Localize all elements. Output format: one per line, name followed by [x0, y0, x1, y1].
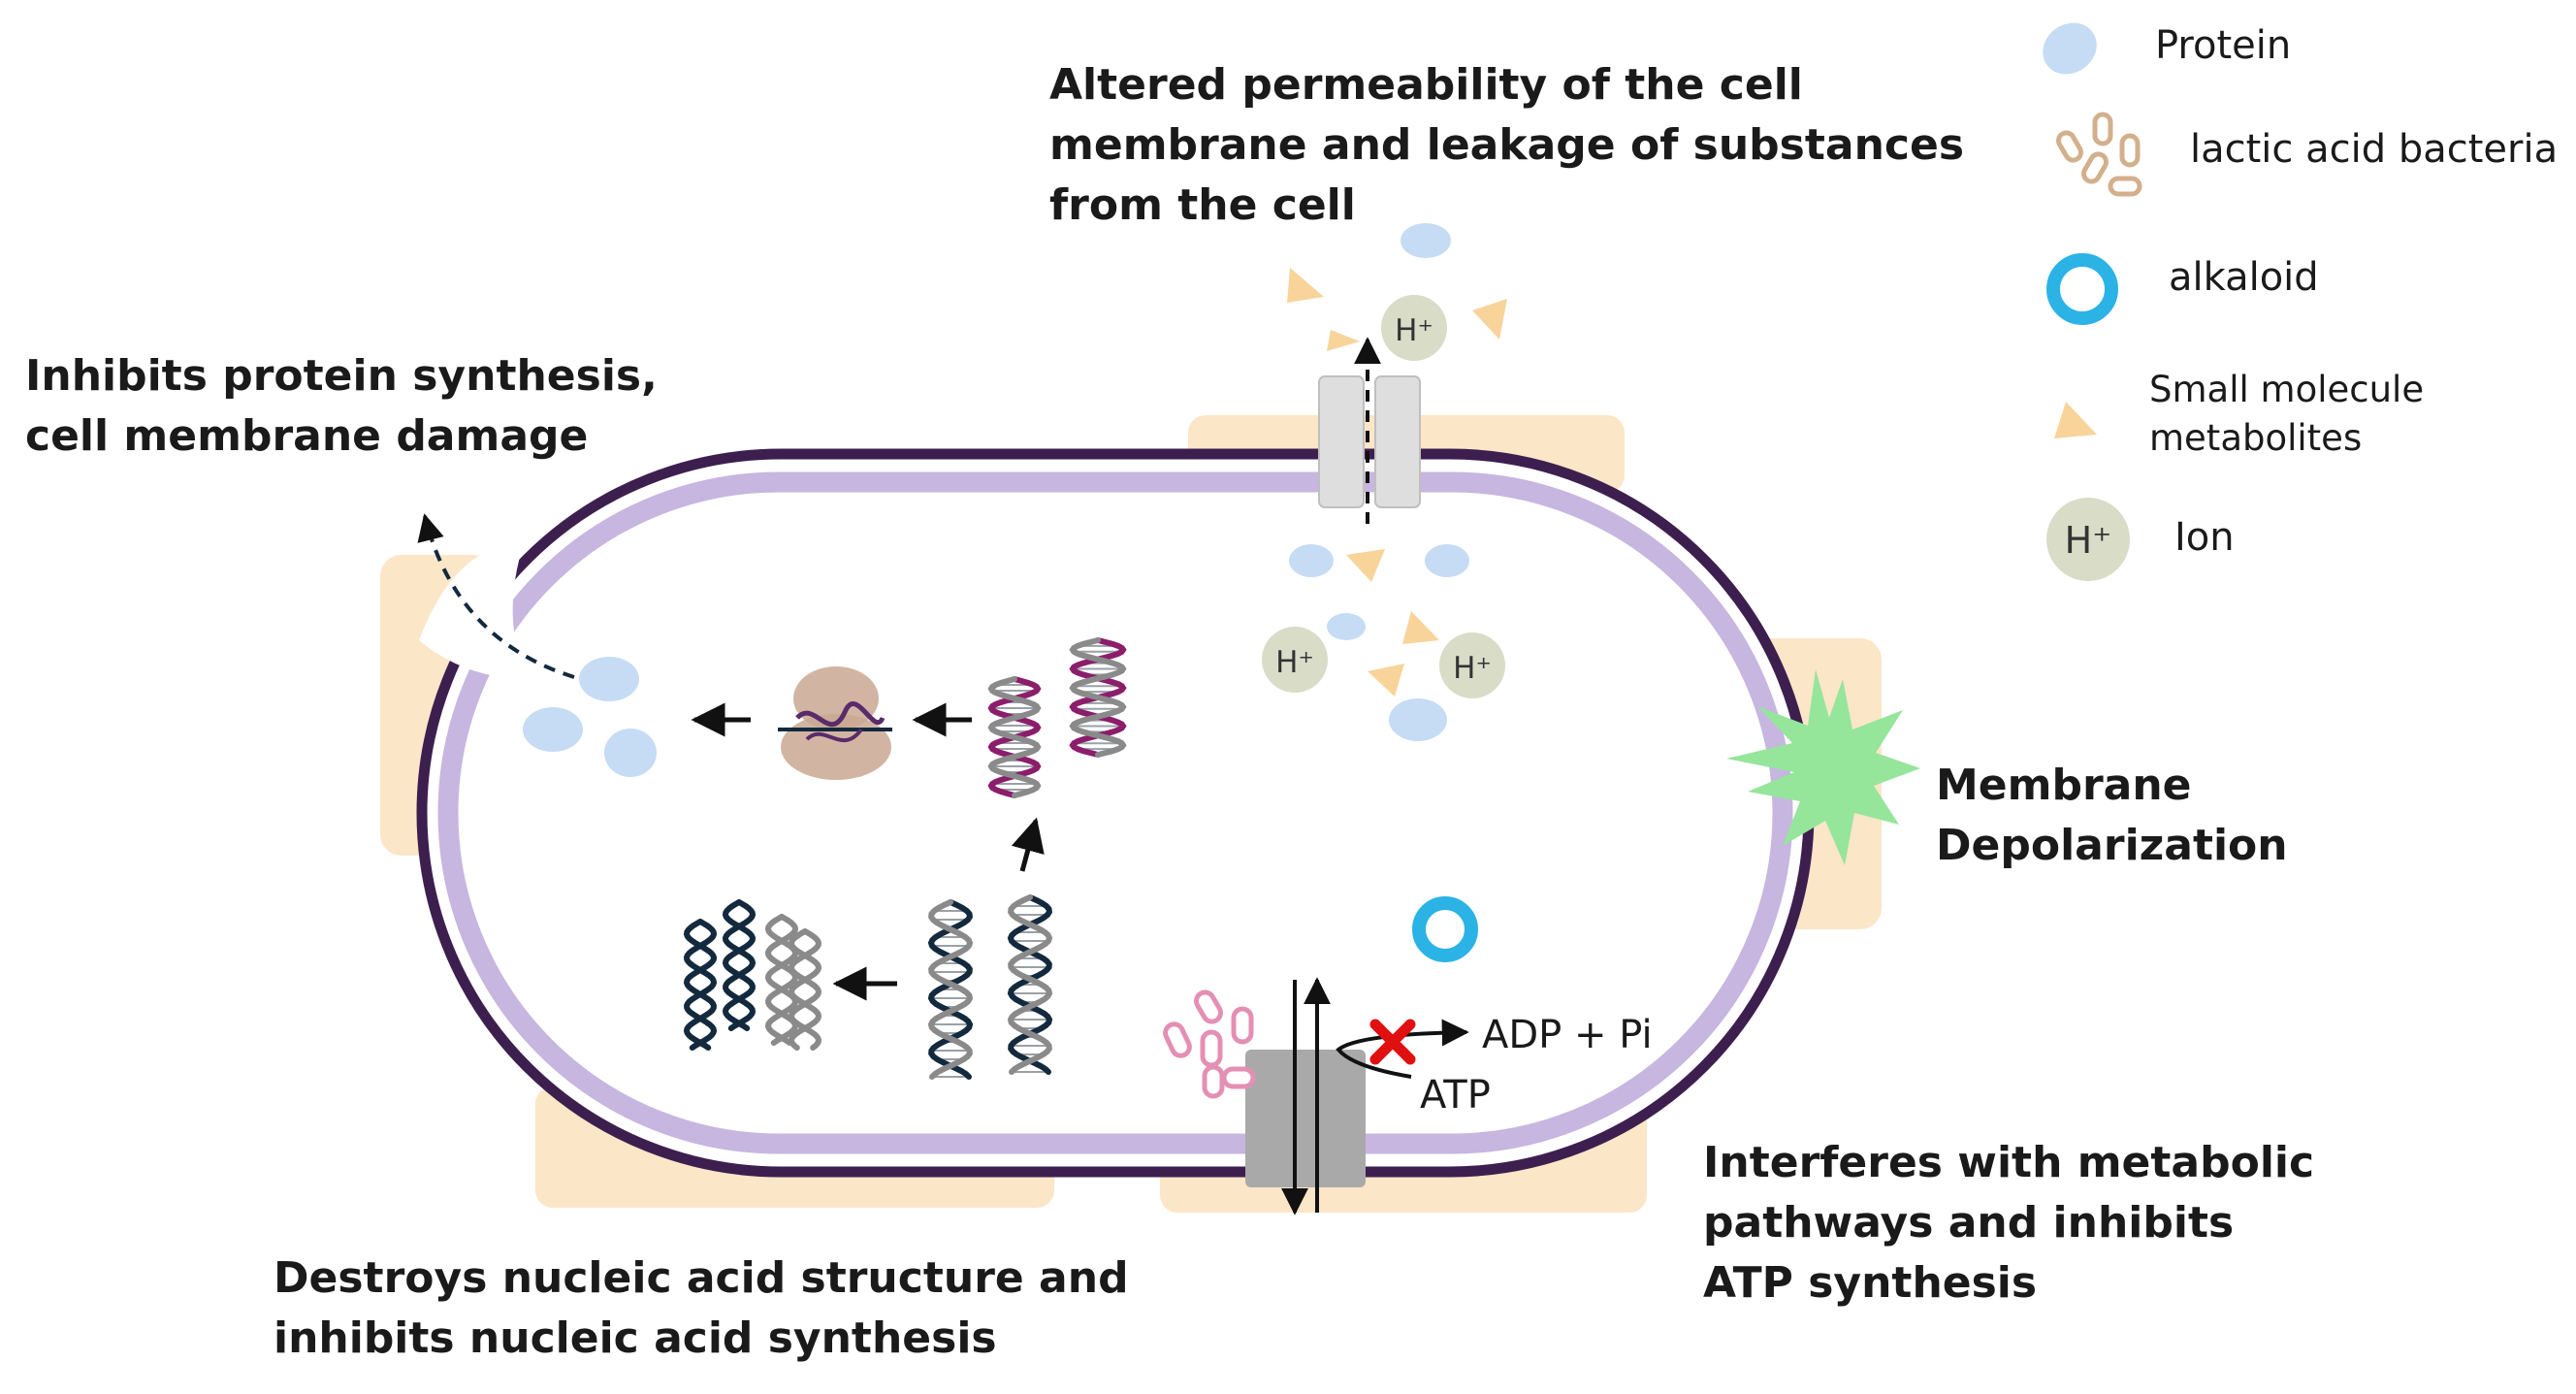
ion-label: H⁺ [1275, 645, 1314, 680]
dna-double-helix [1007, 894, 1053, 1075]
metabolite [1346, 549, 1385, 582]
dna-broken-strand [683, 919, 718, 1051]
legend-ion-symbol: H⁺ [2065, 519, 2112, 562]
metabolite [1368, 664, 1404, 697]
leak-arrow [417, 513, 575, 679]
legend-protein-label: Protein [2155, 23, 2292, 68]
rna-helix [987, 676, 1042, 798]
metabolite [1402, 611, 1439, 644]
legend-metabolites-line: metabolites [2149, 417, 2363, 459]
protein-synthesis-pathway [417, 513, 1045, 1001]
protein [579, 657, 639, 701]
metabolite [1472, 299, 1507, 340]
ion [1262, 627, 1328, 693]
dna-broken-strand [722, 899, 757, 1031]
alkaloid [1412, 896, 1478, 962]
caption-line: inhibits nucleic acid synthesis [274, 1313, 997, 1363]
dna-double-helix [927, 899, 974, 1080]
protein [1425, 544, 1469, 577]
ion [1439, 632, 1505, 698]
caption-line: Depolarization [1936, 821, 2288, 870]
caption-line: ATP synthesis [1703, 1258, 2038, 1308]
legend-alkaloid-label: alkaloid [2169, 255, 2319, 300]
cytoplasm-substances [1262, 544, 1505, 741]
atp-label: ATP [1420, 1073, 1491, 1118]
legend-metabolites-line: Small molecule [2149, 369, 2425, 410]
legend-lab-icon [2056, 112, 2142, 197]
legend-ion-icon [2046, 498, 2130, 581]
ion [1381, 295, 1447, 361]
protein [1389, 698, 1447, 741]
protein [604, 729, 657, 777]
protein [1401, 223, 1451, 258]
depolarization-caption: Membrane Depolarization [1936, 756, 2288, 876]
lab-cluster [1163, 989, 1256, 1099]
legend-ion-label: Ion [2174, 515, 2235, 560]
permeability-caption: Altered permeability of the cell membran… [1049, 55, 1964, 236]
caption-line: membrane and leakage of substances [1049, 120, 1965, 170]
atp-products-label: ADP + Pi [1482, 1013, 1653, 1057]
top-membrane-channel [1318, 337, 1421, 524]
caption-line: pathways and inhibits [1703, 1198, 2235, 1248]
leaked-substances [1287, 223, 1507, 361]
legend-metabolite-icon [2054, 402, 2097, 438]
dna-helices [683, 637, 1127, 1080]
protein [1289, 544, 1334, 577]
rna-helix [1069, 637, 1127, 758]
caption-line: Interferes with metabolic [1703, 1138, 2315, 1187]
caption-line: Destroys nucleic acid structure and [274, 1253, 1129, 1303]
caption-line: from the cell [1049, 180, 1356, 230]
legend-alkaloid-icon [2046, 253, 2118, 325]
depolarization-burst [1726, 669, 1920, 865]
caption-line: Inhibits protein synthesis, [25, 351, 658, 401]
ion-label: H⁺ [1453, 651, 1492, 686]
metabolite [1327, 330, 1360, 351]
legend-protein-icon [2043, 22, 2097, 75]
protein [1327, 613, 1366, 640]
block-mark [1369, 1019, 1416, 1065]
legend-lab-label: lactic acid bacteria [2190, 127, 2559, 172]
caption-line: cell membrane damage [25, 411, 589, 461]
ion-label: H⁺ [1395, 313, 1433, 348]
metabolic-caption: Interferes with metabolic pathways and i… [1703, 1133, 2314, 1313]
protein [523, 707, 583, 752]
legend-metabolites-label: Small molecule metabolites [2149, 366, 2424, 463]
caption-line: Altered permeability of the cell [1049, 60, 1803, 110]
metabolite [1287, 268, 1324, 303]
protein-synthesis-caption: Inhibits protein synthesis, cell membran… [25, 346, 658, 467]
atp-channel [1245, 977, 1469, 1216]
dna-broken-strand [788, 928, 822, 1051]
caption-line: Membrane [1936, 761, 2192, 810]
nucleic-acid-caption: Destroys nucleic acid structure and inhi… [274, 1248, 1129, 1369]
